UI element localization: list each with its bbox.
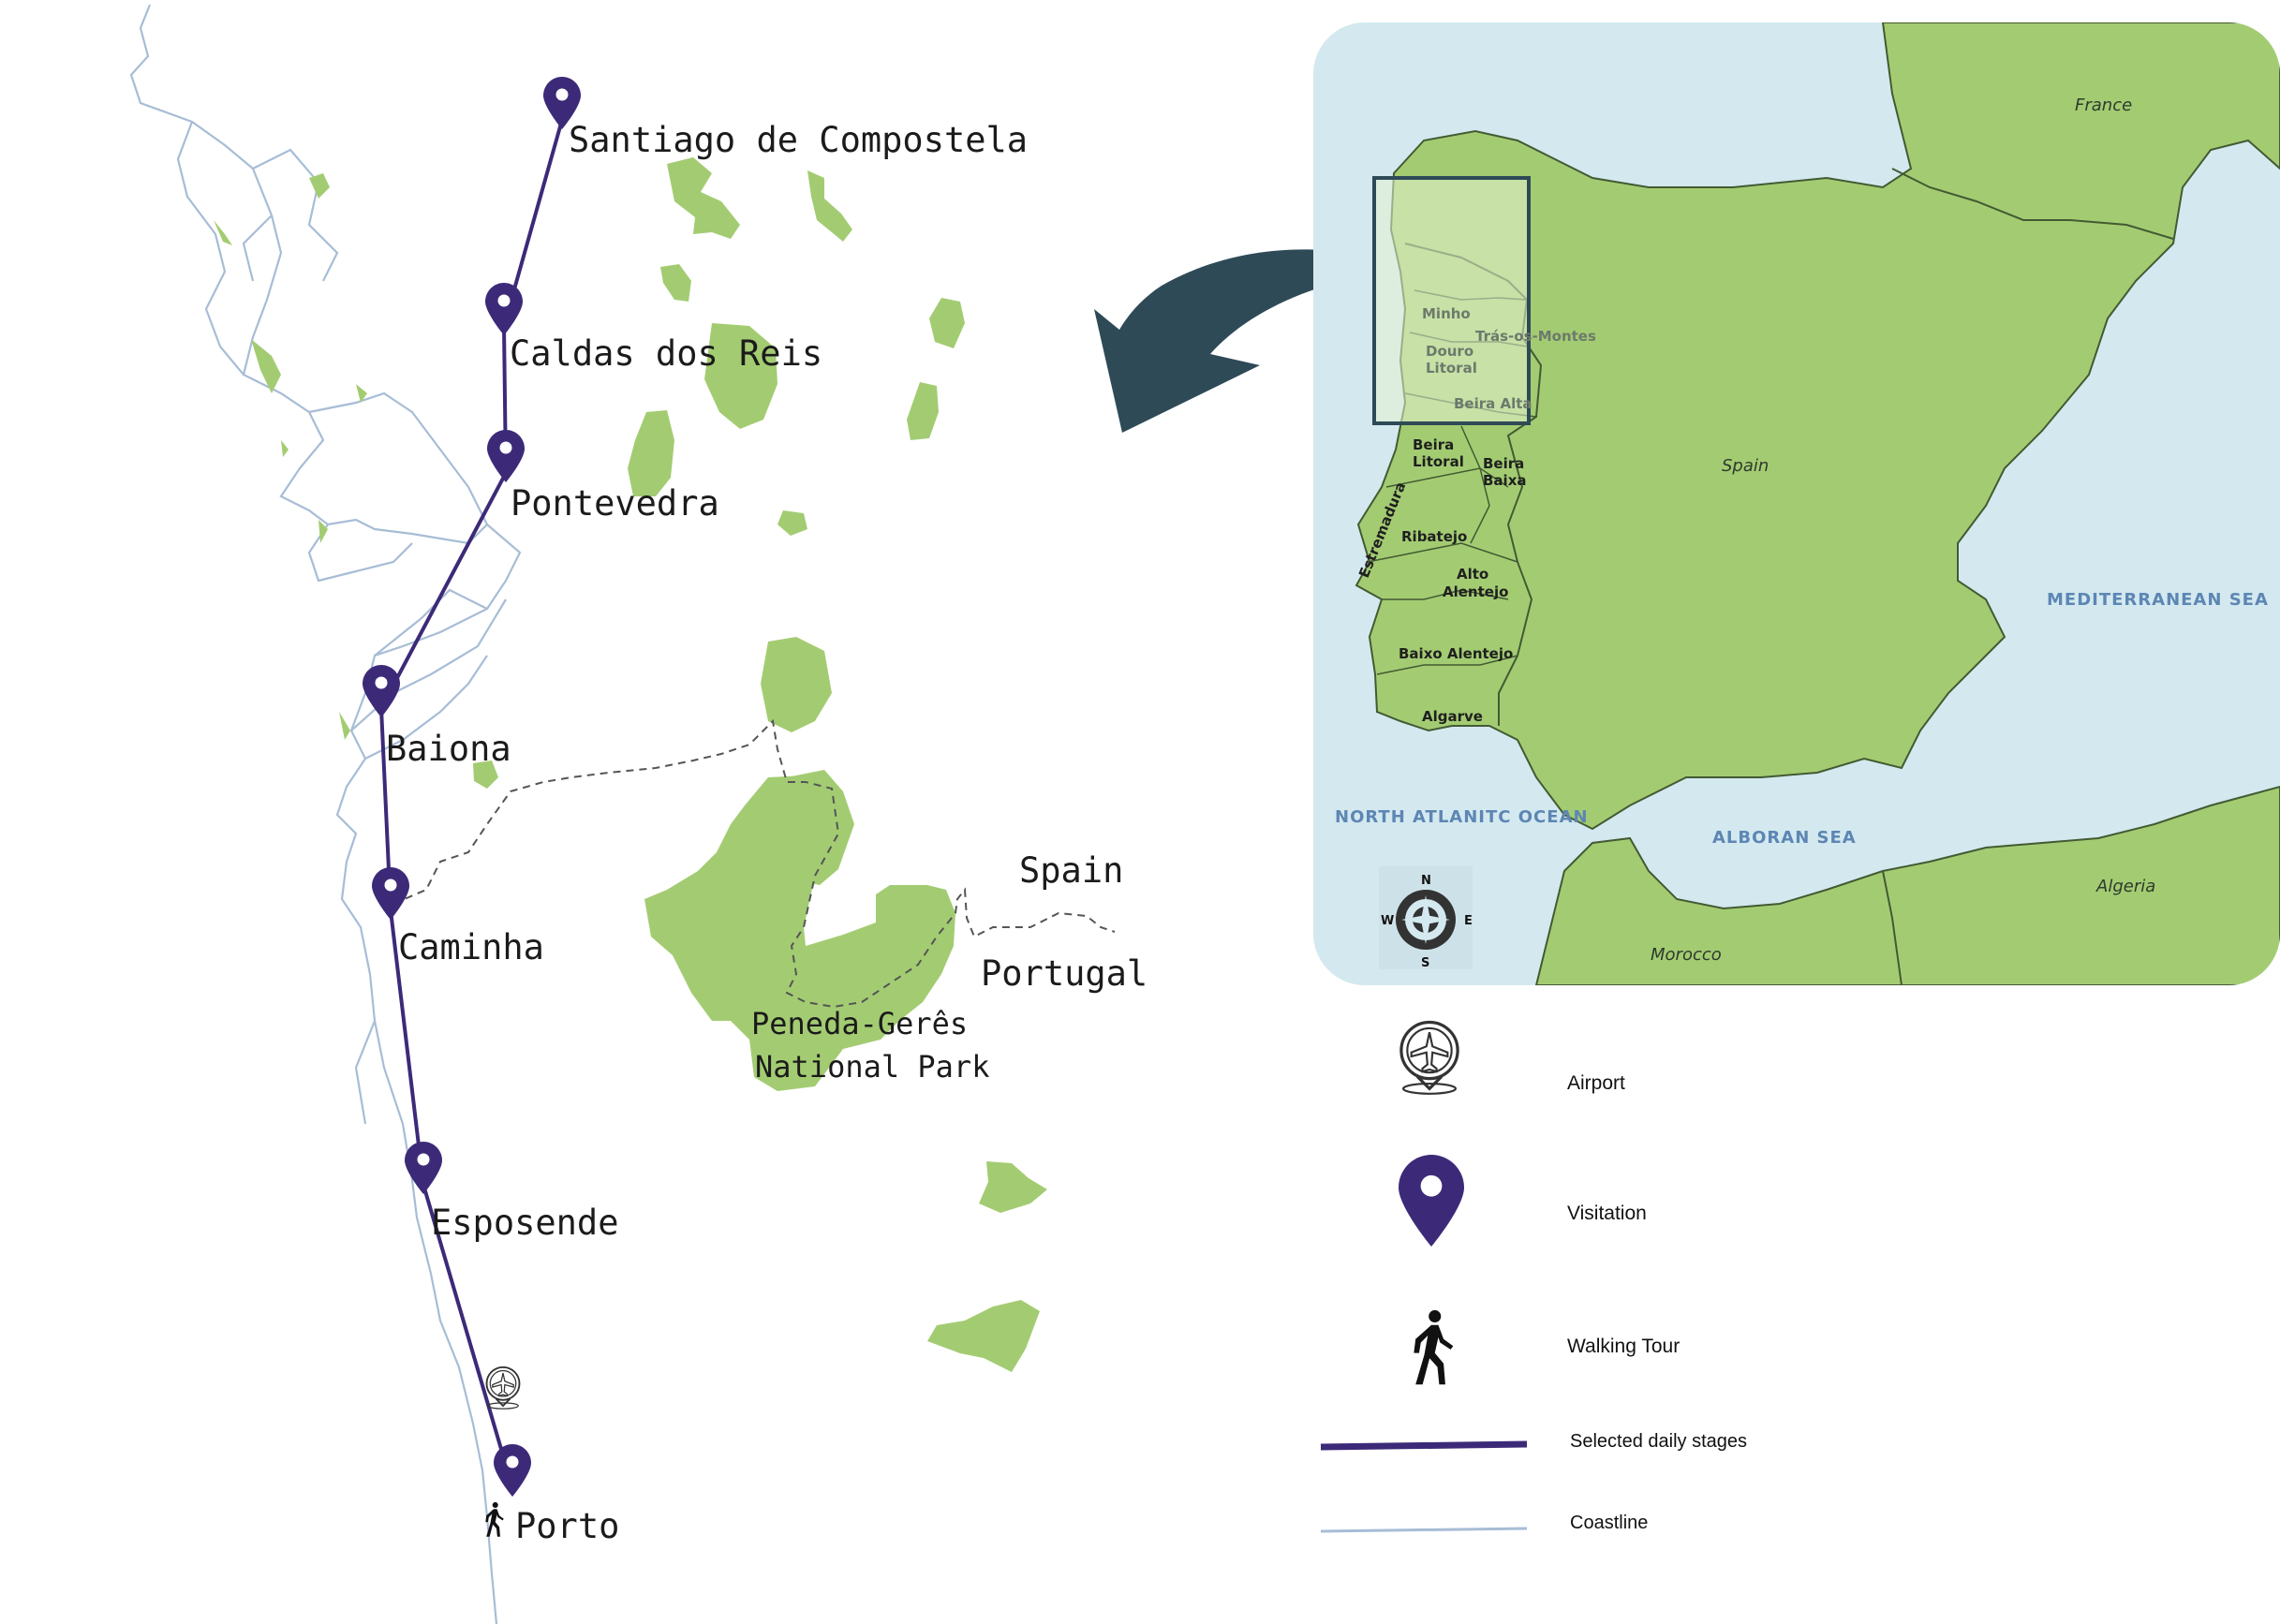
region-label: Baixa <box>1483 472 1527 489</box>
stage-label: Caldas dos Reis <box>510 333 822 374</box>
airport-icon <box>1399 1020 1459 1096</box>
location-pin-icon <box>372 867 409 920</box>
park-label: National Park <box>755 1049 989 1085</box>
highlight-box <box>1372 176 1531 425</box>
legend-label-coastline: Coastline <box>1570 1513 1648 1533</box>
green-area <box>628 410 674 496</box>
green-area <box>777 510 807 536</box>
region-label: Minho <box>1422 305 1471 322</box>
iberia-land <box>1355 22 2280 831</box>
stage-label: Porto <box>515 1506 619 1546</box>
green-area <box>929 298 965 348</box>
green-area <box>979 1161 1047 1213</box>
airport-icon <box>485 1366 521 1410</box>
region-label: Alto <box>1457 566 1488 583</box>
stage-label: Santiago de Compostela <box>569 120 1028 160</box>
border-line <box>1891 168 2174 240</box>
green-area <box>667 157 740 239</box>
location-pin-icon <box>485 283 523 335</box>
green-area <box>807 170 852 242</box>
location-pin-icon <box>487 430 525 482</box>
region-label: Litoral <box>1413 453 1464 470</box>
stage-label: Esposende <box>431 1203 618 1243</box>
sea-label: NORTH ATLANITC OCEAN <box>1335 807 1589 827</box>
walking-icon <box>1414 1309 1454 1385</box>
walking-icon <box>485 1501 504 1537</box>
legend: Airport Visitation Walking Tour Selected… <box>1320 1020 1747 1533</box>
compass-rose-icon: N S E W <box>1379 866 1473 970</box>
country-label-portugal: Portugal <box>981 953 1148 994</box>
location-pin-icon <box>405 1142 442 1194</box>
compass-west: W <box>1381 914 1394 928</box>
green-area <box>907 382 939 440</box>
green-area <box>761 637 832 732</box>
coastline <box>129 4 522 1624</box>
green-area <box>660 264 691 302</box>
sea-label: ALBORAN SEA <box>1712 828 1857 848</box>
green-area <box>704 323 777 429</box>
border-line <box>392 718 1116 1009</box>
region-label: Trás-os-Montes <box>1475 328 1596 345</box>
legend-label-walking: Walking Tour <box>1567 1336 1680 1357</box>
compass-south: S <box>1421 956 1429 970</box>
stage-label: Baiona <box>386 729 511 769</box>
region-label: Litoral <box>1426 360 1477 376</box>
compass-east: E <box>1464 914 1473 928</box>
country-label: Algeria <box>2095 877 2155 896</box>
country-label: France <box>2075 96 2132 115</box>
location-pin-icon <box>363 665 400 717</box>
legend-label-visitation: Visitation <box>1567 1203 1647 1224</box>
park-label: Peneda-Gerês <box>751 1006 968 1041</box>
compass-north: N <box>1421 874 1431 888</box>
region-label: Beira <box>1413 436 1454 453</box>
stage-pins <box>363 77 581 1497</box>
country-label: Morocco <box>1651 945 1722 965</box>
legend-label-stages: Selected daily stages <box>1570 1431 1747 1452</box>
route-map: Santiago de Compostela Caldas dos Reis P… <box>129 4 1148 1624</box>
region-label: Beira <box>1483 455 1524 472</box>
legend-line-stages <box>1320 1440 1528 1451</box>
stage-label: Caminha <box>398 927 544 967</box>
stage-label: Pontevedra <box>511 483 719 524</box>
legend-line-coastline <box>1320 1527 1528 1533</box>
legend-label-airport: Airport <box>1567 1072 1625 1094</box>
route-line <box>378 119 564 1488</box>
coastal-islands <box>214 173 367 740</box>
sea-label: MEDITERRANEAN SEA <box>2047 590 2269 610</box>
curved-arrow-icon <box>1094 249 1396 433</box>
green-area <box>927 1300 1040 1372</box>
region-label: Beira Alta <box>1454 395 1532 412</box>
border-line <box>1882 870 1903 985</box>
green-area <box>473 760 498 789</box>
region-label: Baixo Alentejo <box>1399 645 1513 662</box>
location-pin-icon <box>1399 1155 1464 1247</box>
region-label: Ribatejo <box>1401 528 1467 545</box>
country-label-spain: Spain <box>1019 850 1123 891</box>
inset-map: France Spain Morocco Algeria MEDITERRANE… <box>1313 22 2280 985</box>
region-label: Algarve <box>1422 708 1483 725</box>
region-label: Alentejo <box>1443 583 1508 600</box>
country-label: Spain <box>1722 456 1769 476</box>
location-pin-icon <box>494 1444 531 1497</box>
region-label: Douro <box>1426 343 1473 360</box>
